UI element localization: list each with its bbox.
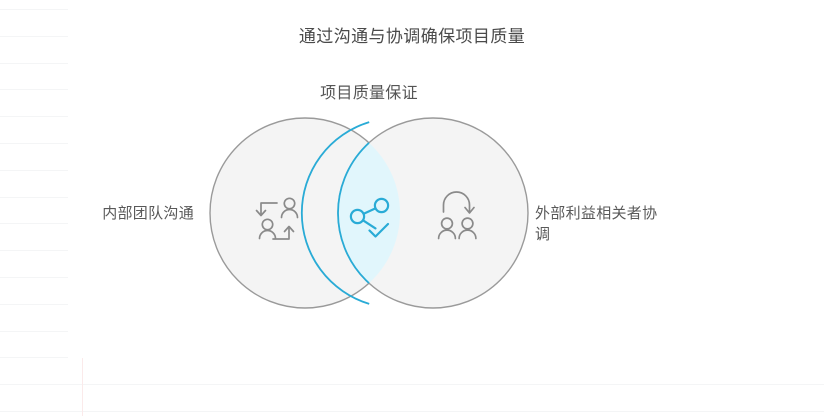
paper-rule-line: [0, 411, 824, 412]
venn-intersection-lens[interactable]: [337, 118, 528, 308]
page-title: 通过沟通与协调确保项目质量: [298, 27, 526, 46]
share-check-icon: [349, 197, 390, 238]
venn-intersection-label: 项目质量保证: [320, 85, 418, 102]
paper-margin-line: [82, 358, 83, 416]
venn-right-label: 外部利益相关者协调: [535, 205, 658, 243]
team-exchange-icon: [255, 197, 299, 240]
people-handoff-icon: [437, 191, 477, 240]
venn-intersection-left-arc: [300, 121, 370, 305]
venn-left-label: 内部团队沟通: [102, 205, 194, 222]
paper-rule-line: [0, 384, 824, 385]
